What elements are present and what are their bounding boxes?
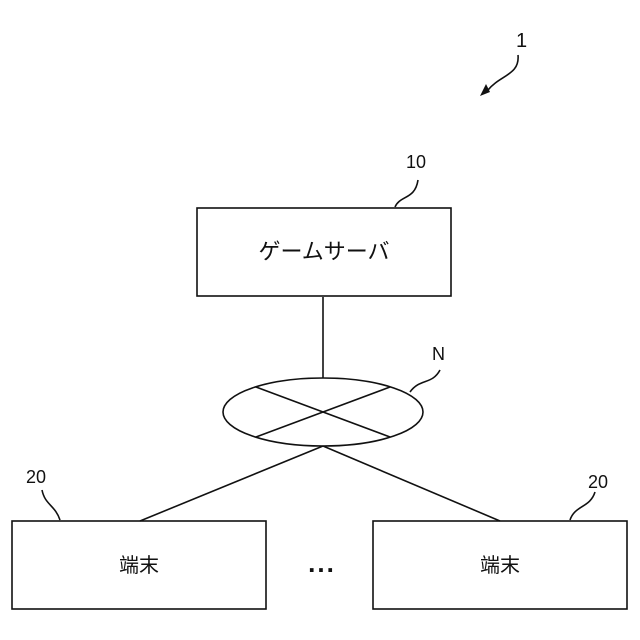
terminal-left-label: 端末 bbox=[119, 553, 159, 577]
terminal-ellipsis: ... bbox=[308, 548, 336, 578]
terminal-left-ref-leader bbox=[42, 490, 60, 520]
terminal-left-ref-label: 20 bbox=[26, 467, 46, 487]
link-left-terminal bbox=[140, 446, 323, 521]
figure-ref-label: 1 bbox=[516, 30, 527, 52]
server-ref-leader bbox=[395, 180, 418, 207]
network-ref-label: N bbox=[432, 344, 445, 364]
network-ref-leader bbox=[410, 370, 440, 392]
server-ref-label: 10 bbox=[406, 152, 426, 172]
figure-ref-leader bbox=[488, 55, 518, 90]
figure-ref-arrowhead bbox=[480, 84, 490, 96]
terminal-right-ref-label: 20 bbox=[588, 472, 608, 492]
terminal-right-ref-leader bbox=[570, 492, 595, 520]
link-right-terminal bbox=[323, 446, 500, 521]
game-server-label: ゲームサーバ bbox=[258, 240, 389, 265]
terminal-right-label: 端末 bbox=[480, 553, 520, 577]
